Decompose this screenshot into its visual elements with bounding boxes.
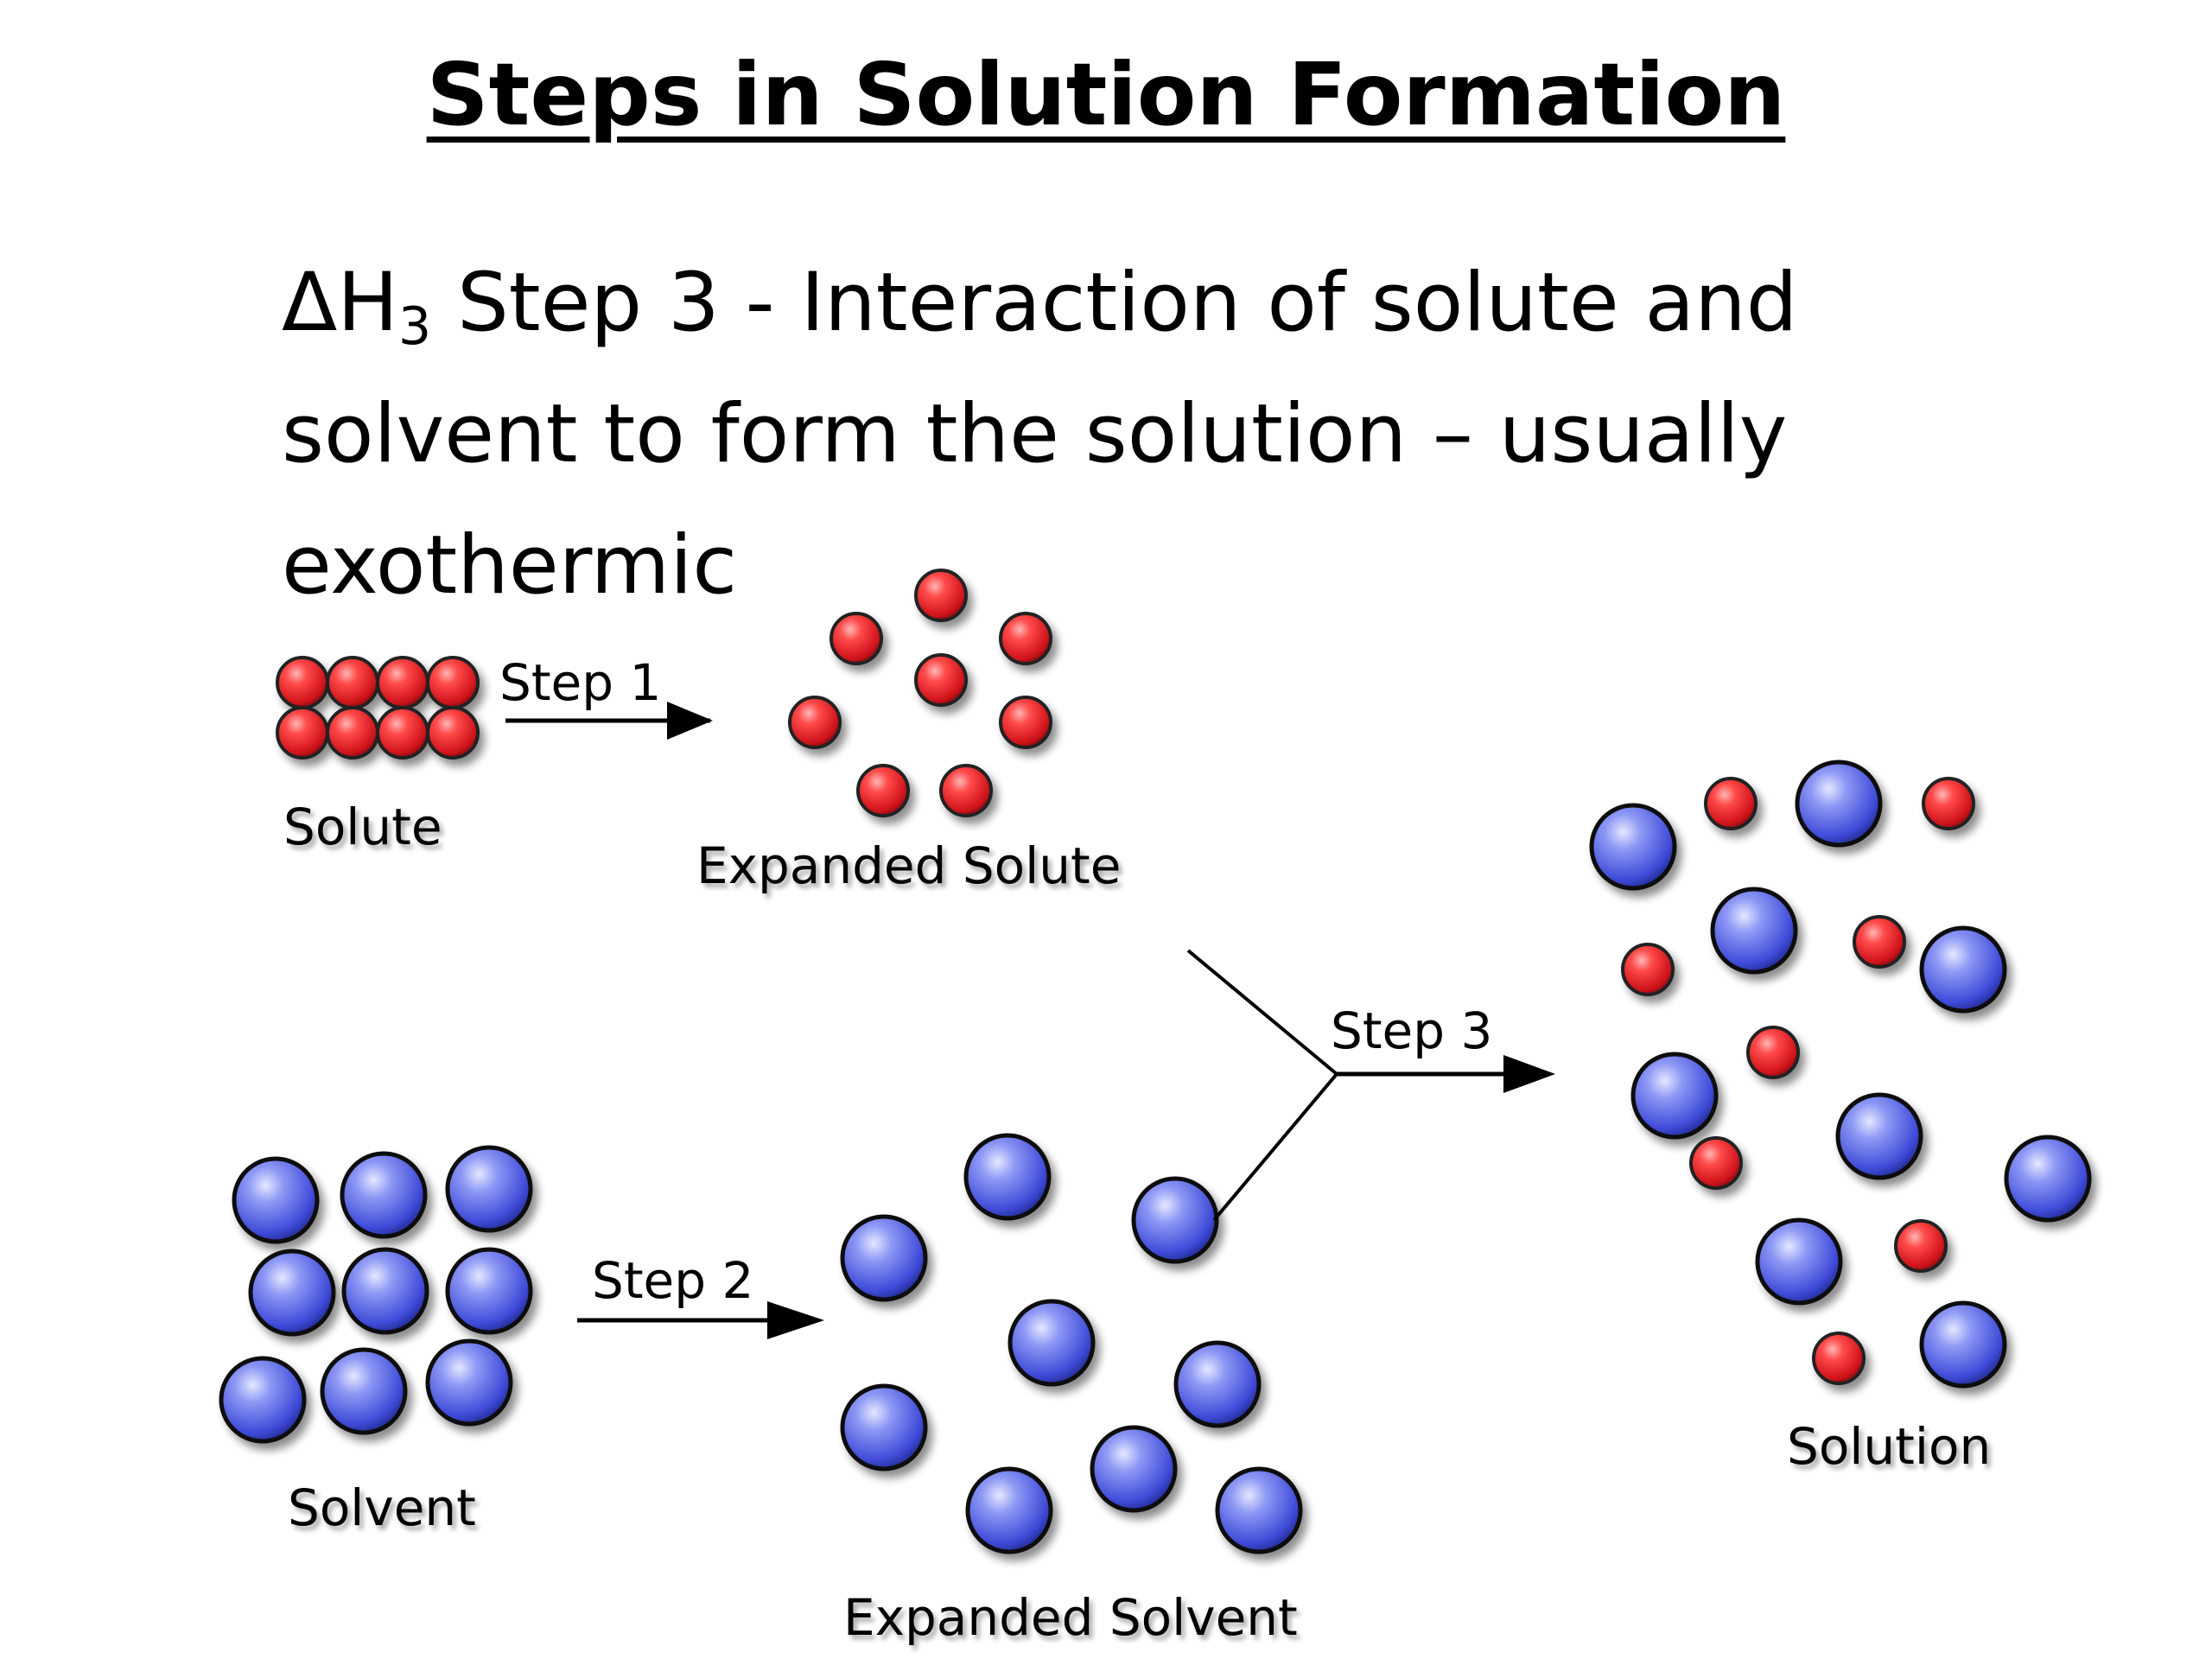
solution-solvent-particle <box>1919 1300 2007 1389</box>
expanded-solute-particle <box>788 696 842 749</box>
solution-solute-particle <box>1922 777 1975 830</box>
slide-title: Steps in Solution Formation <box>0 45 2212 144</box>
solution-label: Solution <box>1787 1417 1991 1476</box>
solution-solute-particle <box>1621 943 1675 996</box>
solution-solute-particle <box>1689 1136 1743 1190</box>
solution-solute-particle <box>1704 777 1758 830</box>
expanded-solute-particle <box>999 696 1052 749</box>
solute-particle <box>426 706 480 760</box>
solvent-particle <box>232 1156 320 1244</box>
solution-solute-particle <box>1746 1026 1800 1079</box>
expanded-solvent-particle <box>1007 1299 1096 1387</box>
expanded-solvent-particle <box>1131 1176 1219 1264</box>
solvent-cluster <box>219 1145 533 1444</box>
expanded-solvent-particle <box>965 1466 1053 1554</box>
solvent-particle <box>341 1247 429 1335</box>
step-1-arrowhead <box>667 702 713 740</box>
expanded-solute-particle <box>914 569 968 622</box>
step-3-merge-line-bottom <box>1212 1072 1338 1222</box>
solution-solvent-particle <box>1835 1092 1923 1180</box>
solute-particle <box>326 706 379 760</box>
delta-h-symbol: ΔH <box>282 256 398 350</box>
solution-solvent-particle <box>1589 803 1677 891</box>
expanded-solvent-particle <box>1215 1466 1303 1554</box>
solution-solvent-particle <box>1919 925 2007 1014</box>
expanded-solvent-label: Expanded Solvent <box>843 1588 1298 1647</box>
step-2-label: Step 2 <box>592 1251 753 1310</box>
solution-solute-particle <box>1812 1332 1866 1385</box>
expanded-solute-particle <box>939 764 993 817</box>
step-1-label: Step 1 <box>499 653 661 712</box>
expanded-solute-label: Expanded Solute <box>696 836 1121 895</box>
solute-particle <box>276 656 329 709</box>
solute-particle <box>326 656 379 709</box>
expanded-solvent-group <box>840 1133 1303 1554</box>
solvent-particle <box>248 1249 336 1337</box>
solvent-particle <box>340 1151 428 1239</box>
solute-particle <box>426 656 480 709</box>
expanded-solvent-particle <box>840 1383 928 1471</box>
expanded-solute-particle <box>830 612 883 665</box>
step-3-merge-line-top <box>1186 949 1338 1076</box>
delta-h-subscript: 3 <box>398 296 432 357</box>
slide-body-text: ΔH3 Step 3 - Interaction of solute and s… <box>282 238 2027 632</box>
solute-particle <box>376 706 429 760</box>
solute-label: Solute <box>283 798 442 856</box>
solution-solvent-particle <box>1755 1217 1843 1306</box>
solution-group <box>1589 760 2092 1389</box>
slide-title-text: Steps in Solution Formation <box>426 44 1786 145</box>
step-3-label: Step 3 <box>1331 1001 1492 1060</box>
solvent-particle <box>219 1356 307 1444</box>
expanded-solvent-particle <box>1090 1425 1178 1513</box>
expanded-solvent-particle <box>1173 1340 1262 1428</box>
solvent-particle <box>445 1247 533 1335</box>
solvent-label: Solvent <box>288 1478 476 1537</box>
solution-solvent-particle <box>1710 887 1798 975</box>
solvent-particle <box>425 1338 513 1427</box>
solute-cluster <box>276 656 480 760</box>
expanded-solute-particle <box>914 653 968 707</box>
step-3-arrowhead <box>1503 1055 1555 1093</box>
solution-solute-particle <box>1894 1219 1948 1273</box>
solvent-particle <box>445 1145 533 1233</box>
expanded-solvent-particle <box>840 1214 928 1302</box>
step-2-arrowhead <box>767 1301 824 1339</box>
solvent-particle <box>320 1347 408 1435</box>
expanded-solvent-particle <box>963 1133 1052 1221</box>
solution-solvent-particle <box>1630 1052 1719 1140</box>
step-3-description: - Interaction of solute and solvent to f… <box>282 256 1798 613</box>
solute-particle <box>376 656 429 709</box>
solute-particle <box>276 706 329 760</box>
solution-solvent-particle <box>1795 760 1883 848</box>
expanded-solute-particle <box>856 764 910 817</box>
solution-solute-particle <box>1853 915 1906 969</box>
step-3-heading: Step 3 <box>431 256 720 350</box>
expanded-solute-particle <box>999 612 1052 665</box>
expanded-solute-group <box>788 569 1052 817</box>
solution-solvent-particle <box>2004 1135 2092 1223</box>
